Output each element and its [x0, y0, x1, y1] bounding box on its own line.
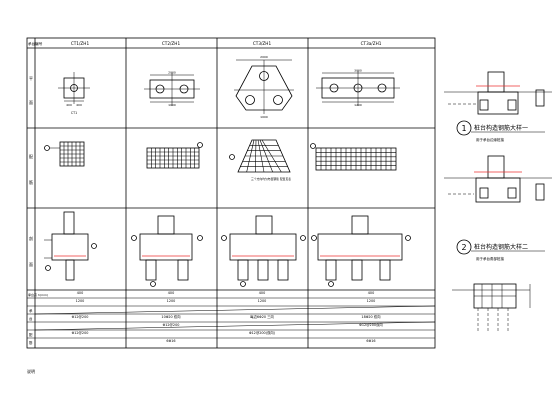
- detail-2-sub: 用于承台角部桩接: [476, 256, 504, 261]
- bottom-cell-r5-c0: Φ12@200: [72, 331, 89, 335]
- detail-1-number: 1: [461, 124, 466, 133]
- plan-ct3-top-dim: 2000: [260, 55, 268, 59]
- bottom-cell-r0-c0: 400: [77, 291, 83, 295]
- detail-1-drawing: [444, 71, 552, 115]
- section-ct3: [221, 215, 306, 287]
- note-label: 说明: [27, 368, 35, 374]
- mesh-bar: [261, 139, 282, 173]
- col-header-ct1: CT1/ZH1: [71, 41, 90, 46]
- col-header-ct2: CT2/ZH1: [162, 41, 181, 46]
- rebar-note: 三个方向均匀布置钢筋 配置见表: [251, 177, 291, 181]
- rebar-ct3a: [310, 143, 397, 171]
- bottom-cell-r3-c1: 10Φ20 双向: [161, 314, 181, 319]
- bottom-cell-r1-c2: 1200: [258, 299, 267, 303]
- plan-ct3a: 3000 1200: [316, 69, 400, 107]
- section-ct3a: [311, 215, 411, 287]
- bottom-cell-r1-c0: 1200: [76, 299, 85, 303]
- bottom-cell-r0-c2: 400: [259, 291, 265, 295]
- row-label-section-1: 剖: [29, 235, 33, 241]
- bottom-cell-r3-c2: 每边6Φ20 三向: [250, 314, 274, 319]
- rebar-ct2: [146, 142, 203, 169]
- side-label-2: 配: [29, 332, 33, 337]
- bottom-cell-r6-c1: 6Φ16: [166, 339, 175, 343]
- header-cell: 承台编号: [28, 41, 43, 46]
- row-label-plan-2: 面: [29, 100, 33, 105]
- bottom-row-label-0: 承台高 h(mm): [28, 292, 48, 297]
- side-labels: 承 台 配 筋: [29, 308, 33, 345]
- bottom-cell-r4-c1: Φ12@200: [163, 323, 180, 327]
- detail-3-drawing: [452, 283, 531, 332]
- bottom-cell-r1-c3: 1200: [367, 299, 376, 303]
- detail-1-caption: 1 桩台构造钢筋大样一 用于承台边缘桩接: [456, 120, 545, 142]
- plan-ct1-label: CT1: [71, 111, 77, 115]
- plan-ct3a-top-dim: 3000: [354, 69, 362, 73]
- plan-ct2-bottom-dim: 1000: [168, 103, 176, 107]
- mesh-bar: [259, 139, 273, 173]
- bottom-cell-r3-c3: 18Φ20 双向: [361, 314, 381, 319]
- section-ct2: [131, 215, 203, 287]
- mesh-bar: [255, 139, 257, 173]
- rebar-ct1: [44, 141, 85, 167]
- row-label-rebar-2: 筋: [29, 179, 33, 185]
- mesh-bar: [257, 139, 265, 173]
- plan-ct2: 2000 1000: [144, 71, 200, 107]
- side-label-0: 承: [29, 308, 33, 313]
- section-ct1: [44, 211, 97, 281]
- col-header-ct3: CT3/ZH1: [253, 41, 272, 46]
- mesh-bar: [246, 139, 255, 173]
- bottom-cell-r0-c1: 400: [168, 291, 174, 295]
- side-label-3: 筋: [29, 340, 33, 345]
- bottom-cell-r0-c3: 400: [368, 291, 374, 295]
- detail-1-sub: 用于承台边缘桩接: [476, 137, 504, 142]
- row-label-section-2: 面: [29, 262, 33, 267]
- row-label-rebar-1: 配: [29, 154, 33, 159]
- plan-ct3: 2000 1000: [234, 55, 294, 119]
- plan-ct2-top-dim: 2000: [168, 71, 176, 75]
- detail-2-drawing: [444, 155, 552, 203]
- schedule-table: [26, 37, 436, 349]
- plan-ct3a-bottom-dim: 1200: [354, 103, 362, 107]
- detail-1-title: 桩台构造钢筋大样一: [474, 124, 528, 132]
- bottom-cell-r6-c3: 6Φ16: [366, 339, 375, 343]
- detail-2-title: 桩台构造钢筋大样二: [474, 243, 528, 251]
- plan-ct1-dim2: 400: [76, 103, 82, 107]
- bottom-cell-r3-c0: Φ12@200: [72, 315, 89, 319]
- bottom-cell-r5-c2: Φ12@200(双向): [249, 330, 276, 335]
- plan-ct1-dim1: 400: [66, 103, 72, 107]
- side-label-1: 台: [29, 316, 33, 321]
- bottom-cell-r1-c1: 1200: [167, 299, 176, 303]
- detail-2-caption: 2 桩台构造钢筋大样二 用于承台角部桩接: [456, 239, 545, 261]
- col-header-ct3a: CT3a/ZH1: [361, 41, 382, 46]
- plan-ct1: 400 400 CT1: [58, 72, 90, 115]
- row-label-plan-1: 平: [29, 76, 33, 81]
- bottom-cell-r4-c3: Φ12@200双向: [359, 322, 383, 327]
- plan-ct3-bottom-dim: 1000: [260, 115, 268, 119]
- rebar-ct3: 三个方向均匀布置钢筋 配置见表: [229, 139, 291, 181]
- detail-2-number: 2: [461, 243, 466, 252]
